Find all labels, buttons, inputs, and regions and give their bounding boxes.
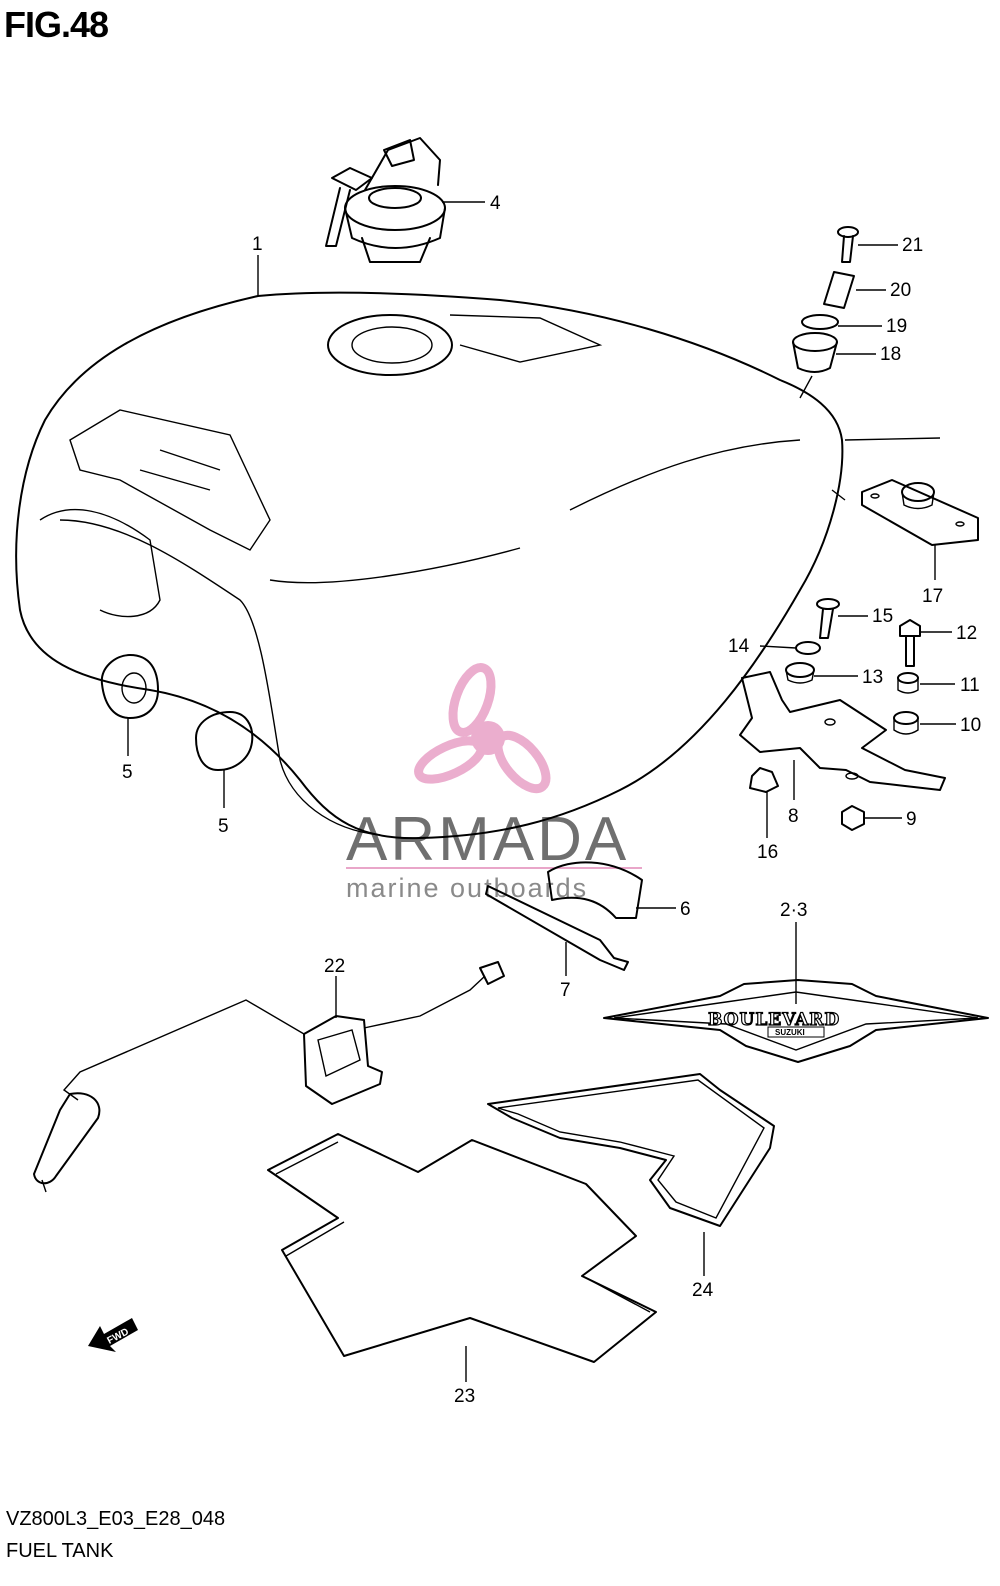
callout-21: 21: [902, 235, 923, 256]
cushion-5a-part: [100, 654, 159, 719]
callout-23: 23: [454, 1386, 475, 1407]
emblem-subtext: SUZUKI: [775, 1028, 805, 1037]
callout-24: 24: [692, 1280, 714, 1301]
callout-19: 19: [886, 316, 907, 337]
callout-22: 22: [324, 956, 345, 977]
fwd-label: FWD: [106, 1326, 131, 1346]
callout-5b: 5: [218, 816, 229, 837]
washer-14-part: [795, 641, 821, 655]
grommet-13-part: [785, 662, 815, 684]
washer-19-part: [801, 314, 839, 330]
cap-5b-part: [195, 711, 254, 771]
insulator-23-part: [267, 1133, 657, 1363]
callout-17: 17: [922, 586, 943, 607]
bolt-15-part: [816, 598, 840, 639]
bolt-9-part: [841, 805, 865, 831]
leader-14: [759, 645, 797, 649]
figure-title: FIG.48: [4, 4, 109, 45]
cushion-10-part: [893, 711, 919, 735]
cushion-18-part: [792, 332, 838, 373]
leader-18b: [799, 375, 813, 399]
bolt-21-part: [837, 226, 859, 263]
collar-20-part: [823, 271, 855, 309]
gasket-24-part: [487, 1073, 775, 1227]
callout-7: 7: [560, 980, 571, 1001]
callout-2-3: 2·3: [780, 900, 807, 921]
callout-11: 11: [960, 675, 980, 696]
callout-15: 15: [872, 606, 893, 627]
figure-code: VZ800L3_E03_E28_048: [6, 1508, 226, 1530]
band-7-part: [485, 885, 629, 971]
watermark-tagline: marine outboards: [346, 873, 588, 903]
figure-name: FUEL TANK: [6, 1540, 114, 1562]
fuel-gauge-22-part: [33, 961, 505, 1193]
callout-9: 9: [906, 809, 917, 830]
emblem-text: BOULEVARD: [708, 1010, 840, 1030]
callout-1: 1: [252, 234, 263, 255]
nut-16-part: [749, 767, 779, 793]
callout-13: 13: [862, 667, 883, 688]
callout-8: 8: [788, 806, 799, 827]
cushion-6-part: [547, 861, 643, 919]
callout-6: 6: [680, 899, 691, 920]
callout-16: 16: [757, 842, 778, 863]
callout-4: 4: [490, 193, 501, 214]
callout-12: 12: [956, 623, 977, 644]
fuel-tank-part: [15, 291, 941, 840]
boulevard-emblem-part: BOULEVARD SUZUKI: [603, 979, 989, 1063]
forward-arrow-icon: FWD: [88, 1318, 138, 1352]
collar-11-part: [897, 672, 919, 694]
fuel-cap-part: [325, 137, 446, 263]
callout-14: 14: [728, 636, 750, 657]
bracket-8-part: [739, 671, 946, 791]
callout-5a: 5: [122, 762, 133, 783]
callout-18: 18: [880, 344, 901, 365]
watermark-brand: ARMADA: [346, 805, 629, 874]
armada-logo: [414, 663, 551, 794]
callout-10: 10: [960, 715, 981, 736]
callout-20: 20: [890, 280, 911, 301]
bolt-12-part: [899, 619, 921, 667]
mount-cushion-17-part: [861, 479, 979, 546]
